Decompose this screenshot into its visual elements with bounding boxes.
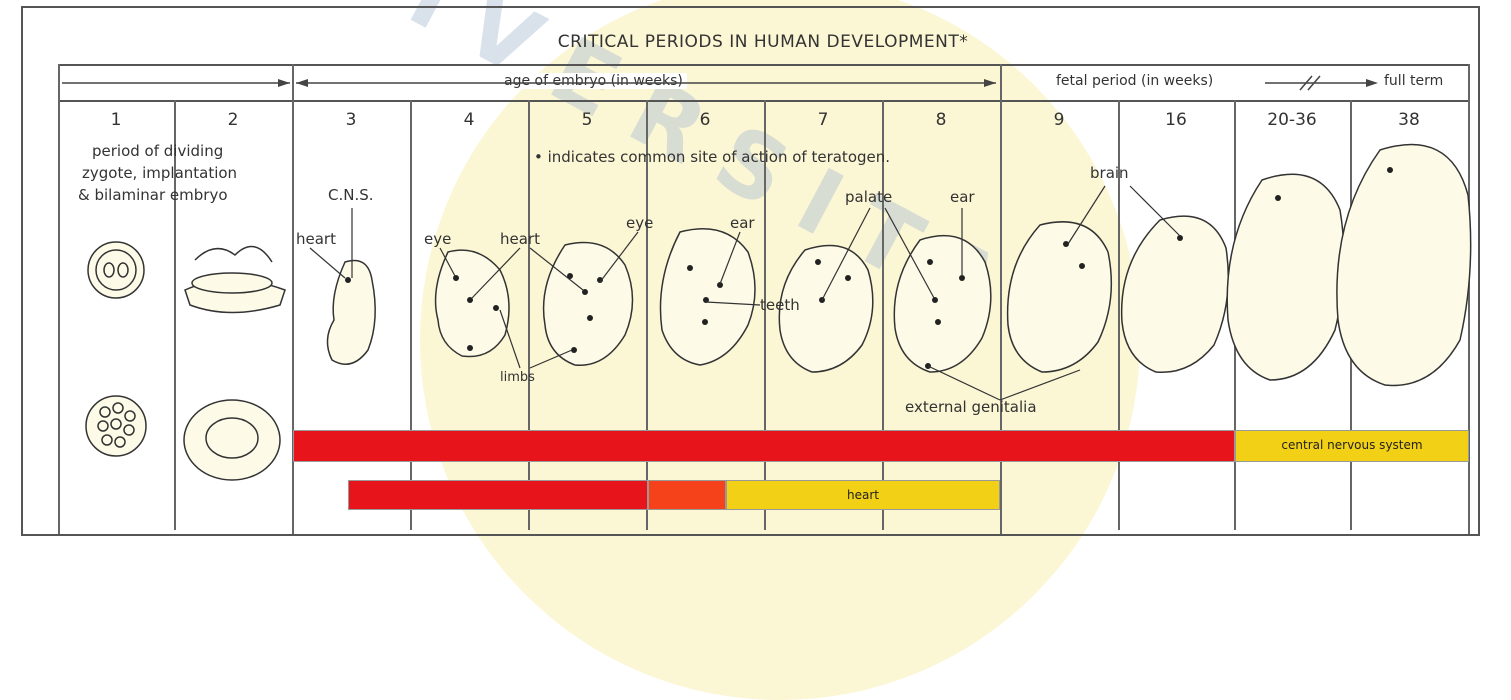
week-5: 5 — [528, 110, 646, 130]
embryo-age-label: age of embryo (in weeks) — [500, 73, 687, 89]
week-6: 6 — [646, 110, 764, 130]
week-20-36: 20-36 — [1234, 110, 1350, 130]
label-palate: palate — [845, 188, 892, 206]
week-8: 8 — [882, 110, 1000, 130]
heart-bar-critical — [348, 480, 648, 510]
week-3: 3 — [292, 110, 410, 130]
label-ear-6: ear — [730, 214, 755, 232]
week-1: 1 — [58, 110, 174, 130]
heart-bar-label: heart — [726, 488, 1000, 502]
label-eye-4: eye — [424, 230, 451, 248]
note-bilaminar: & bilaminar embryo — [78, 186, 228, 204]
note-period: period of dividing — [92, 142, 223, 160]
note-zygote: zygote, implantation — [82, 164, 237, 182]
week-38: 38 — [1350, 110, 1468, 130]
label-heart-3: heart — [296, 230, 336, 248]
heart-bar-major — [648, 480, 726, 510]
label-heart-4: heart — [500, 230, 540, 248]
label-teeth: teeth — [760, 296, 800, 314]
week-7: 7 — [764, 110, 882, 130]
week-9: 9 — [1000, 110, 1118, 130]
cns-bar-label: central nervous system — [1235, 438, 1469, 452]
fetal-period-label: fetal period (in weeks) — [1052, 73, 1217, 89]
label-brain: brain — [1090, 164, 1129, 182]
week-2: 2 — [174, 110, 292, 130]
label-cns: C.N.S. — [328, 186, 374, 204]
note-teratogen: • indicates common site of action of ter… — [534, 148, 890, 166]
week-16: 16 — [1118, 110, 1234, 130]
label-genitalia: external genitalia — [905, 398, 1037, 416]
label-ear-8: ear — [950, 188, 975, 206]
label-eye-5: eye — [626, 214, 653, 232]
cns-bar-critical — [293, 430, 1235, 462]
label-limbs: limbs — [500, 370, 535, 385]
week-4: 4 — [410, 110, 528, 130]
full-term-label: full term — [1380, 73, 1447, 89]
